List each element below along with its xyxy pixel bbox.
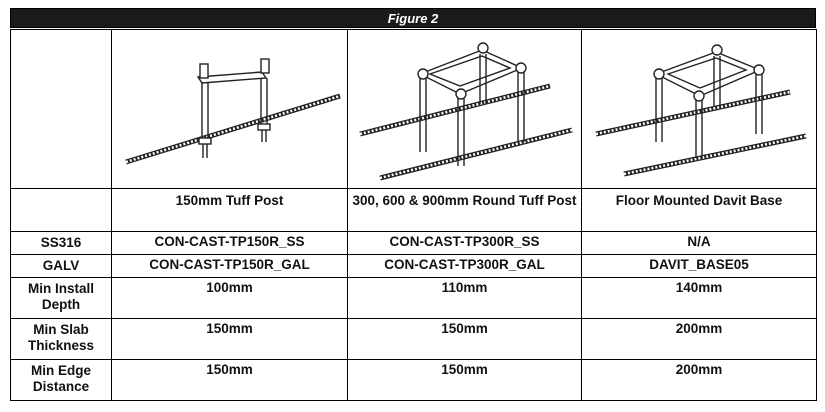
table-cell: N/A (581, 231, 817, 255)
image-row (10, 29, 817, 189)
tuff-post-150-illustration (124, 58, 341, 165)
table-cell: 150mm (111, 318, 348, 360)
table-row: Min Slab Thickness 150mm 150mm 200mm (10, 318, 817, 360)
table-cell: 150mm (111, 359, 348, 401)
table-cell: CON-CAST-TP300R_GAL (347, 254, 582, 278)
spec-table: 150mm Tuff Post 300, 600 & 900mm Round T… (10, 29, 817, 401)
row-label: Min Slab Thickness (10, 318, 112, 360)
table-cell: 140mm (581, 277, 817, 319)
davit-base-illustration (595, 44, 807, 177)
table-cell: 110mm (347, 277, 582, 319)
product-name: Floor Mounted Davit Base (581, 188, 817, 232)
empty-corner-cell (10, 29, 112, 189)
product-name-row: 150mm Tuff Post 300, 600 & 900mm Round T… (10, 188, 817, 232)
row-label: Min Edge Distance (10, 359, 112, 401)
row-label: SS316 (10, 231, 112, 255)
table-row: SS316 CON-CAST-TP150R_SS CON-CAST-TP300R… (10, 231, 817, 255)
product-image-cell (347, 29, 582, 189)
table-cell: 150mm (347, 318, 582, 360)
row-label: Min Install Depth (10, 277, 112, 319)
table-cell: 200mm (581, 318, 817, 360)
table-row: Min Install Depth 100mm 110mm 140mm (10, 277, 817, 319)
product-image-cell (111, 29, 348, 189)
table-cell: 200mm (581, 359, 817, 401)
table-cell: DAVIT_BASE05 (581, 254, 817, 278)
product-image-cell (581, 29, 817, 189)
table-cell: 100mm (111, 277, 348, 319)
table-cell: 150mm (347, 359, 582, 401)
table-cell: CON-CAST-TP300R_SS (347, 231, 582, 255)
figure-table-container: Figure 2 (10, 8, 817, 401)
figure-title: Figure 2 (10, 8, 816, 28)
round-tuff-post-illustration (358, 42, 573, 181)
product-name: 150mm Tuff Post (111, 188, 348, 232)
row-label: GALV (10, 254, 112, 278)
product-name: 300, 600 & 900mm Round Tuff Post (347, 188, 582, 232)
table-row: Min Edge Distance 150mm 150mm 200mm (10, 359, 817, 401)
table-cell: CON-CAST-TP150R_SS (111, 231, 348, 255)
table-cell: CON-CAST-TP150R_GAL (111, 254, 348, 278)
empty-corner-cell (10, 188, 112, 232)
table-row: GALV CON-CAST-TP150R_GAL CON-CAST-TP300R… (10, 254, 817, 278)
